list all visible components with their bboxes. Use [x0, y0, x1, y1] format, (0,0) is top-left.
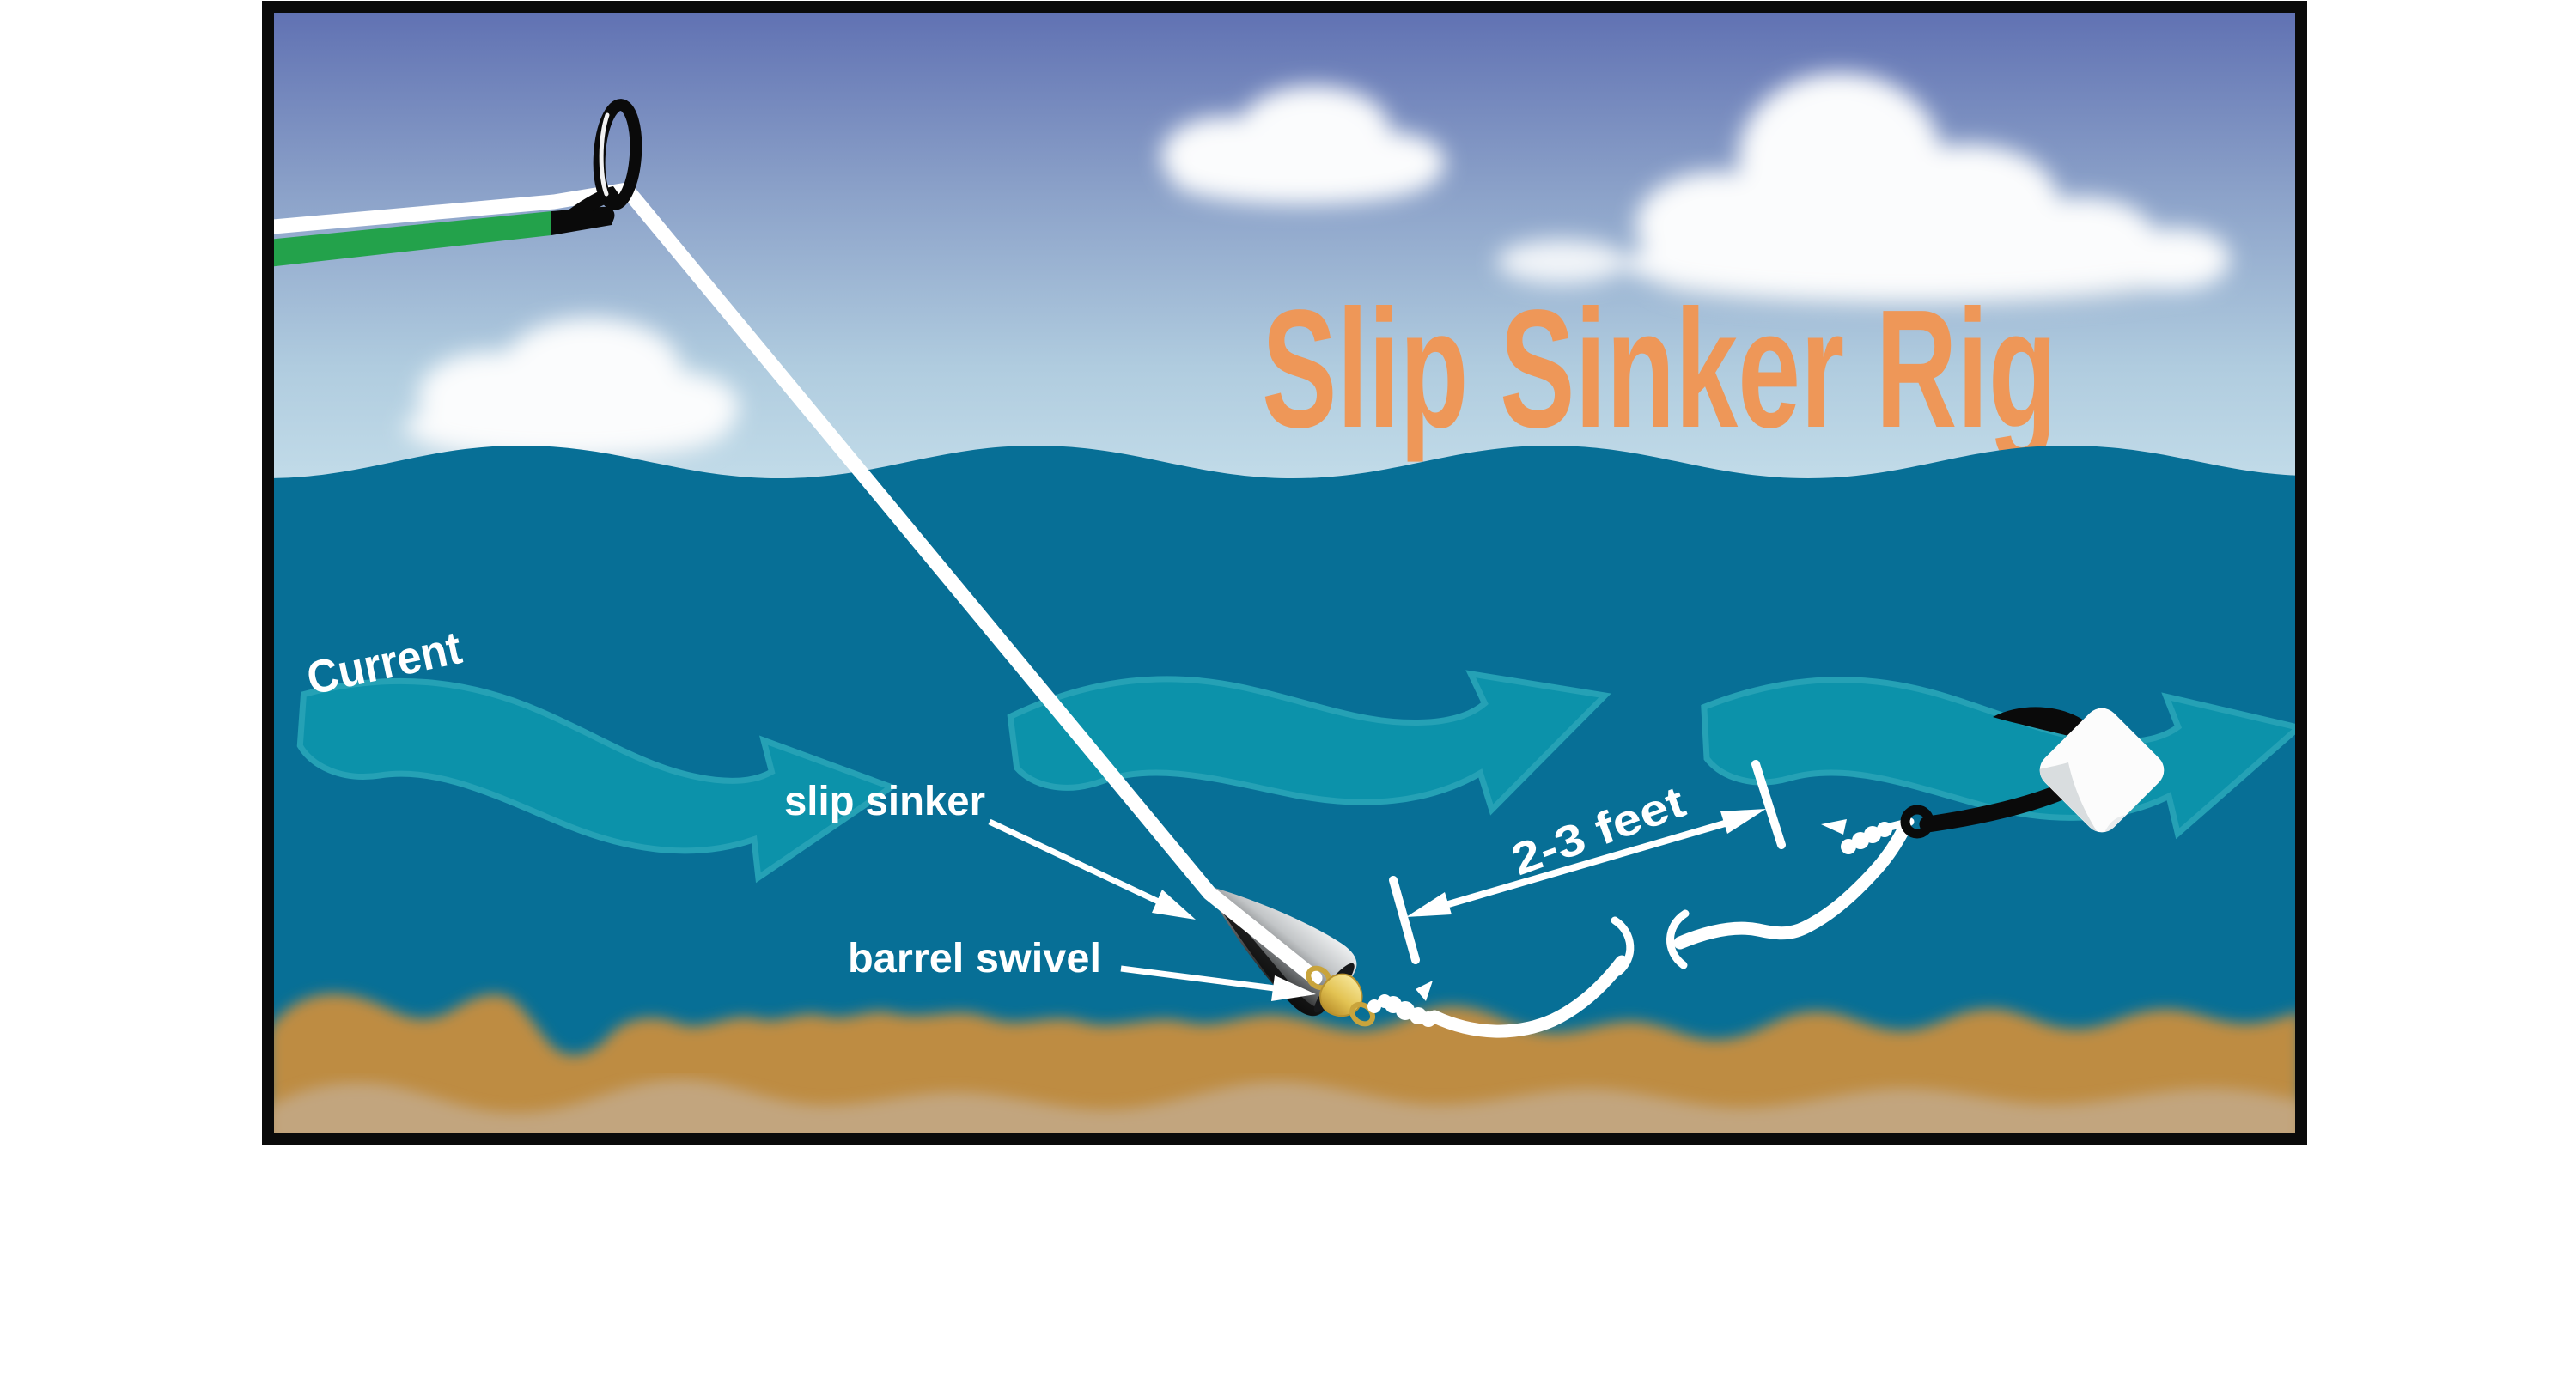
swivel-knot	[1367, 981, 1436, 1027]
bait	[2033, 708, 2171, 839]
line-break-mark	[1666, 909, 1690, 969]
dimension-tick	[1751, 760, 1786, 849]
fishing-rod-tip	[274, 99, 642, 267]
hook-point	[1993, 707, 2092, 742]
page-title: Slip Sinker Rig	[1262, 275, 2057, 463]
barrel-swivel-annotation: barrel swivel	[848, 936, 1316, 1001]
barrel-swivel	[1306, 965, 1376, 1027]
guide-highlight	[599, 112, 610, 197]
diagram-frame	[262, 1, 2307, 1145]
barrel-swivel-label: barrel swivel	[848, 936, 1101, 981]
pointer-arrowhead-icon	[1152, 890, 1196, 920]
cloud-middle	[1161, 86, 1445, 204]
dimension-tick	[1389, 876, 1420, 964]
cloud-right	[1497, 73, 2230, 306]
dimension-line	[1444, 820, 1726, 908]
dimension-arrowhead-icon	[1720, 809, 1766, 834]
dimension-arrowhead-icon	[1406, 892, 1452, 917]
slip-sinker-label: slip sinker	[784, 779, 985, 824]
line-break-mark	[1611, 916, 1635, 976]
leader-line	[1428, 820, 1912, 1038]
sand-bottom	[274, 993, 2295, 1133]
rod-blank	[274, 211, 551, 267]
pointer-arrowhead-icon	[1271, 975, 1316, 1001]
cloud-left	[404, 318, 739, 462]
slip-sinker-annotation: slip sinker	[784, 779, 1196, 920]
sand-light-layer	[274, 1079, 2295, 1133]
